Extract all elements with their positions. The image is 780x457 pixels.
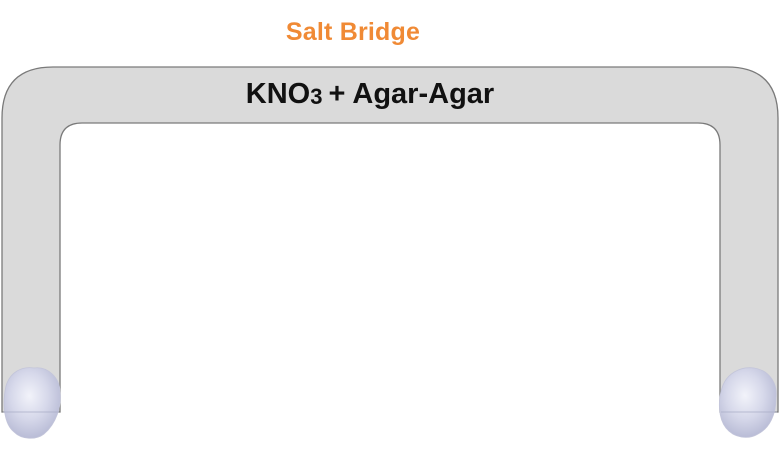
left-cotton-plug-icon xyxy=(3,367,61,439)
formula-additive: + Agar-Agar xyxy=(328,78,495,110)
right-cotton-plug-icon xyxy=(718,367,777,438)
salt-bridge-title: Salt Bridge xyxy=(285,18,421,46)
salt-bridge-tube xyxy=(1,66,779,413)
formula-compound: KNO xyxy=(245,78,311,110)
electrolyte-formula: KNO3+ Agar-Agar xyxy=(0,78,740,111)
formula-subscript: 3 xyxy=(310,84,323,109)
